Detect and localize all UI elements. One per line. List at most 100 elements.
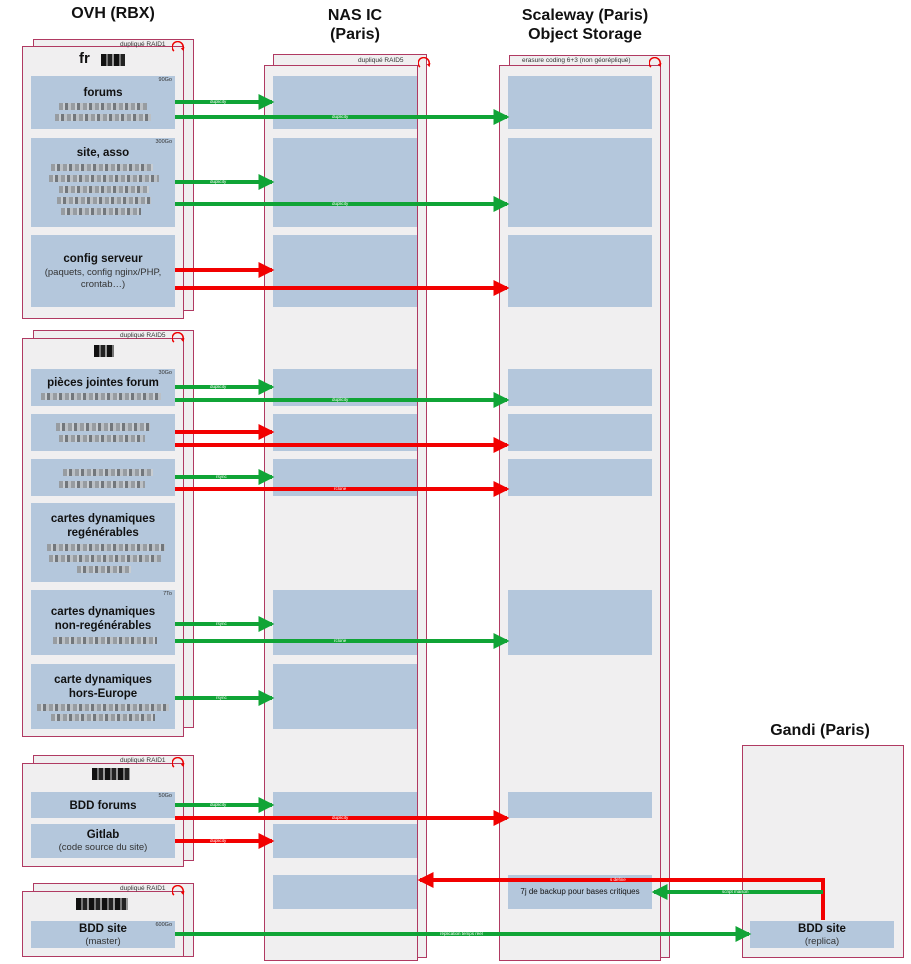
cycle-icon [172, 885, 185, 896]
arrow-label: duplicity [210, 99, 227, 104]
nas-block [273, 76, 417, 129]
scaleway-block [508, 414, 652, 451]
cycle-icon [418, 57, 431, 68]
header-scaleway-line2: Object Storage [528, 26, 642, 43]
redacted-text [37, 704, 169, 711]
backup-text: 7j de backup pour bases critiques [520, 887, 640, 896]
arrow-label: duplicity [332, 397, 349, 402]
block-title: Gitlab [86, 829, 120, 841]
block-redacted-b [31, 459, 175, 496]
nas-block [273, 664, 417, 729]
nas-block [273, 824, 417, 858]
arrow-label: rclone [334, 486, 347, 491]
redacted-text [49, 555, 161, 562]
block-carte-hors: carte dynamiques hors-Europe [31, 664, 175, 729]
scaleway-backup-block: 7j de backup pour bases critiques [508, 875, 652, 909]
redacted-text [55, 114, 151, 121]
arrow-label: duplicity [210, 802, 227, 807]
nas-block [273, 590, 417, 655]
server3-name-redacted [92, 768, 130, 780]
arrow-label: s define [610, 877, 626, 882]
arrow-label: rsync [216, 621, 227, 626]
header-scaleway: Scaleway (Paris) Object Storage [490, 6, 680, 44]
redacted-text [59, 481, 145, 488]
redacted-text [49, 175, 159, 182]
nas-block [273, 414, 417, 451]
redacted-text [59, 103, 147, 110]
arrow-label: script maison [722, 889, 749, 894]
arrow-label: duplicity [332, 201, 349, 206]
scaleway-block [508, 590, 652, 655]
block-title: BDD site [798, 923, 846, 935]
nas-block [273, 875, 417, 909]
server1-name: fr [79, 50, 90, 67]
scaleway-block [508, 235, 652, 307]
server2-raid-tag: dupliqué RAID5 [120, 332, 166, 339]
cycle-icon [172, 332, 185, 343]
scaleway-block [508, 459, 652, 496]
arrow-label: duplicity [210, 838, 227, 843]
server4-raid-tag: dupliqué RAID1 [120, 885, 166, 892]
redacted-text [47, 544, 165, 551]
redacted-text [63, 469, 153, 476]
nas-block [273, 235, 417, 307]
server1-name-redacted [101, 54, 125, 66]
block-title: cartes dynamiques regénérables [50, 513, 156, 539]
block-title: BDD site [79, 923, 127, 935]
arrow-label: rsync [216, 474, 227, 479]
block-cartes-regen: cartes dynamiques regénérables [31, 503, 175, 582]
block-config: config serveur (paquets, config nginx/PH… [31, 235, 175, 307]
block-title: config serveur [63, 253, 143, 265]
cycle-icon [172, 41, 185, 52]
block-title: cartes dynamiques non-regénérables [50, 606, 156, 632]
block-title: pièces jointes forum [47, 377, 159, 389]
scaleway-block [508, 792, 652, 818]
nas-block [273, 138, 417, 227]
scaleway-block [508, 369, 652, 406]
arrow-label: duplicity [332, 815, 349, 820]
header-scaleway-line1: Scaleway (Paris) [521, 7, 649, 24]
cycle-icon [172, 757, 185, 768]
block-title: carte dynamiques hors-Europe [54, 674, 152, 700]
block-forums: 90Go forums [31, 76, 175, 129]
redacted-text [59, 435, 145, 442]
block-cartes-nonregen: 7To cartes dynamiques non-regénérables [31, 590, 175, 655]
block-site: 300Go site, asso [31, 138, 175, 227]
block-title: forums [83, 87, 123, 99]
arrow-label: rsync [216, 695, 227, 700]
block-title: BDD forums [69, 800, 137, 812]
block-subtitle: (code source du site) [58, 842, 148, 853]
size-label: 7To [163, 591, 172, 597]
arrow-label: duplicity [210, 384, 227, 389]
nas-block [273, 792, 417, 818]
header-gandi: Gandi (Paris) [770, 722, 870, 739]
block-bdd-forums: 50Go BDD forums [31, 792, 175, 818]
server3-raid-tag: dupliqué RAID1 [120, 757, 166, 764]
header-nas-line1: NAS IC [327, 7, 383, 24]
block-subtitle: (replica) [804, 936, 840, 947]
block-gitlab: Gitlab (code source du site) [31, 824, 175, 858]
server1-raid-tag: dupliqué RAID1 [120, 41, 166, 48]
header-nas-line2: (Paris) [330, 26, 380, 43]
redacted-text [57, 197, 151, 204]
redacted-text [59, 186, 149, 193]
block-redacted-a [31, 414, 175, 451]
block-title: site, asso [76, 147, 130, 159]
redacted-text [77, 566, 131, 573]
header-ovh: OVH (RBX) [71, 5, 155, 22]
block-subtitle: (paquets, config nginx/PHP, crontab…) [44, 267, 162, 290]
size-label: 600Go [155, 922, 172, 928]
arrow-label: réplication temps réel [440, 931, 483, 936]
arrow-label: duplicity [332, 114, 349, 119]
block-bdd-replica: BDD site (replica) [750, 921, 894, 948]
block-pj: 30Go pièces jointes forum [31, 369, 175, 406]
scaleway-raid-tag: erasure coding 6+3 (non géorépliqué) [522, 57, 631, 64]
redacted-text [56, 423, 150, 431]
redacted-text [41, 393, 161, 400]
redacted-text [53, 637, 157, 644]
block-subtitle: (master) [85, 936, 121, 947]
size-label: 90Go [158, 77, 172, 83]
header-nas: NAS IC (Paris) [280, 6, 430, 44]
cycle-icon [649, 57, 662, 68]
block-bdd-site: 600Go BDD site (master) [31, 921, 175, 948]
